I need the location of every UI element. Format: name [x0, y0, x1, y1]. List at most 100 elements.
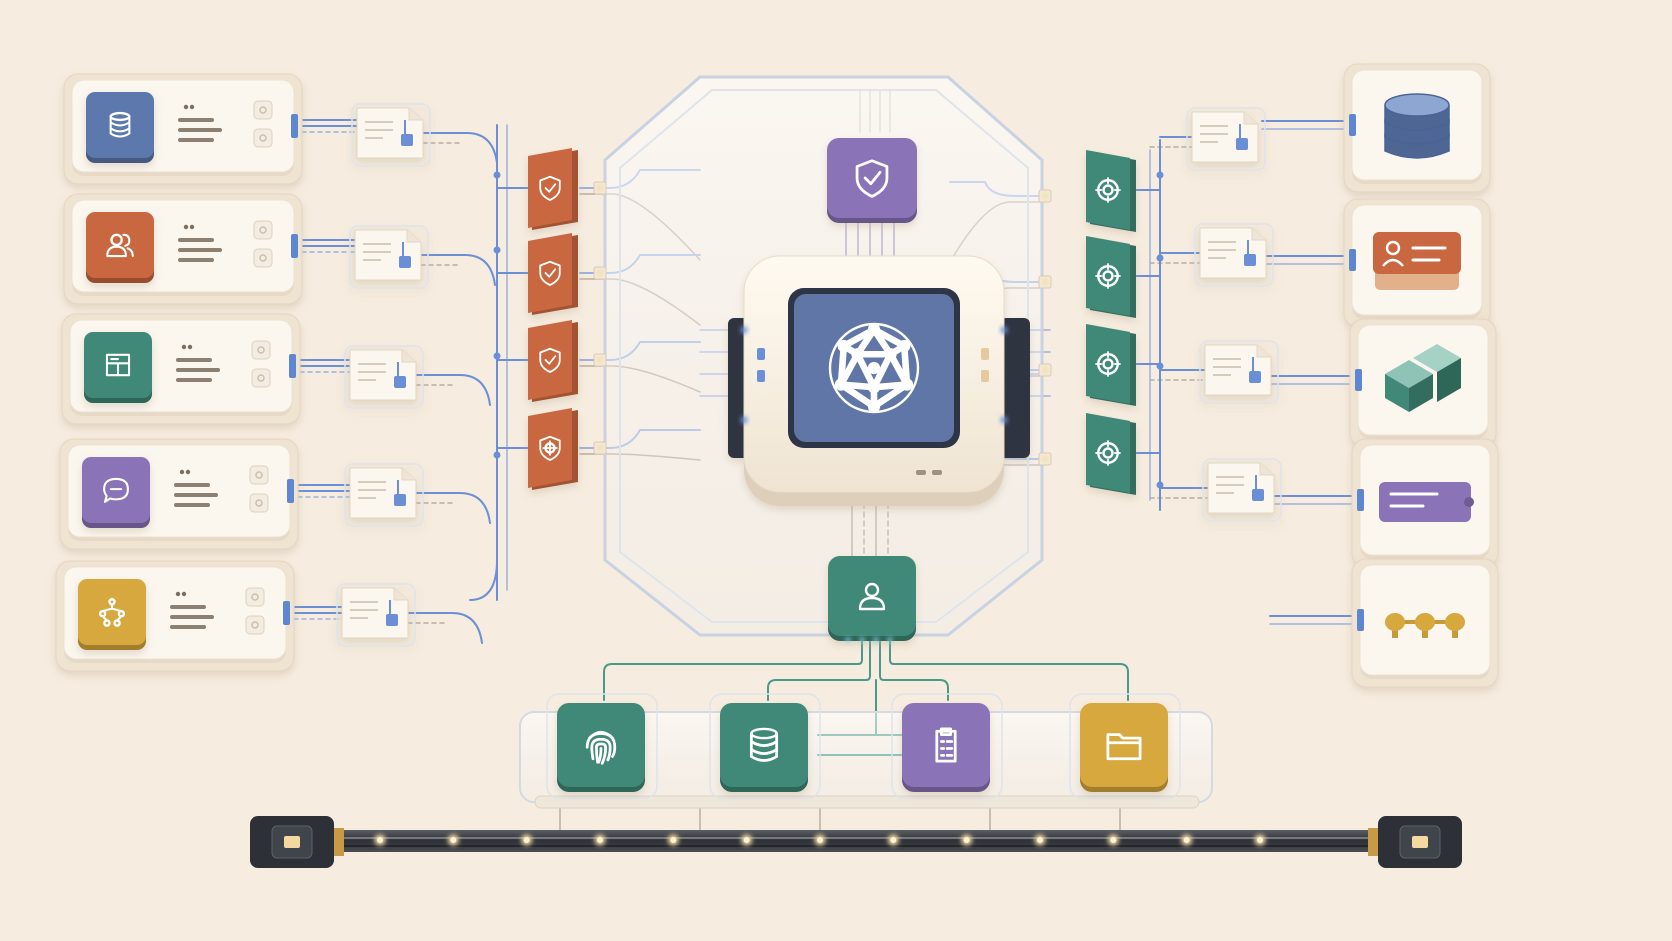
meta-dot [185, 469, 191, 475]
left-doc-chip-1[interactable] [351, 103, 431, 167]
source-tile-5[interactable] [78, 579, 146, 650]
shield-icon [539, 175, 561, 201]
right-doc-chip-4[interactable] [1202, 458, 1282, 522]
right-filter-2[interactable] [1086, 236, 1136, 318]
message-panel-icon [1379, 482, 1474, 522]
text-bar [176, 358, 212, 362]
source-tile-2[interactable] [86, 212, 154, 283]
text-bar [174, 483, 210, 487]
left-doc-chip-2[interactable] [349, 225, 429, 289]
left-doc-chip-4[interactable] [344, 463, 424, 527]
left-filter-3[interactable] [528, 320, 578, 402]
target-icon [1095, 351, 1121, 377]
left-doc-chip-5[interactable] [336, 583, 416, 647]
target-card-4[interactable] [1351, 438, 1499, 568]
bus-light [670, 837, 677, 843]
gateway-tile[interactable] [828, 556, 916, 641]
wire [415, 492, 491, 524]
junction-dot [493, 246, 501, 254]
hub-port-light [1000, 326, 1008, 334]
text-bar [178, 128, 222, 132]
left-doc-chip-5-badge [386, 614, 398, 626]
toggle-switch[interactable] [251, 340, 271, 360]
toggle-switch[interactable] [253, 220, 273, 240]
text-bar [170, 605, 206, 609]
service-tile-2[interactable] [720, 703, 808, 792]
left-doc-chip-3[interactable] [344, 345, 424, 409]
user-icon [858, 582, 886, 611]
left-filter-1[interactable] [528, 148, 578, 230]
right-filter-4[interactable] [1086, 413, 1136, 495]
database-stack-icon [1384, 93, 1450, 159]
toggle-knob [259, 106, 267, 114]
filter-face [528, 233, 572, 313]
port-light [597, 185, 603, 191]
junction-dot [493, 171, 501, 179]
toggle-knob [259, 254, 267, 262]
central-hub[interactable] [728, 255, 1030, 506]
service-tile-3[interactable] [902, 703, 990, 792]
hub-side-port-right [1000, 318, 1030, 458]
left-filter-2[interactable] [528, 233, 578, 315]
vent [932, 470, 942, 475]
bus-light [1037, 837, 1043, 843]
security-guard-tile[interactable] [827, 138, 917, 223]
junction-dot [493, 352, 501, 360]
right-doc-chip-1-badge [1236, 138, 1248, 150]
database-icon [749, 727, 779, 762]
toggle-switch[interactable] [245, 587, 265, 607]
status-led [757, 370, 765, 382]
target-icon [1095, 177, 1121, 203]
wire [603, 639, 863, 701]
right-doc-chip-2[interactable] [1194, 223, 1274, 287]
source-tile-4[interactable] [82, 457, 150, 528]
toggle-knob [255, 499, 263, 507]
left-doc-chip-1-glass [351, 103, 431, 167]
port-light [597, 357, 603, 363]
endcap-contact [334, 828, 344, 856]
target-card-5[interactable] [1351, 558, 1499, 688]
bus-light [523, 837, 530, 843]
toggle-switch[interactable] [253, 100, 273, 120]
target-card-1[interactable] [1343, 63, 1491, 193]
fingerprint-icon [585, 730, 617, 765]
source-tile-3[interactable] [84, 332, 152, 403]
text-bar [174, 503, 210, 507]
toggle-switch[interactable] [245, 615, 265, 635]
source-tile-1[interactable] [86, 92, 154, 163]
vent [916, 470, 926, 475]
left-doc-chip-4-badge [394, 494, 406, 506]
right-doc-chip-1[interactable] [1186, 107, 1266, 171]
service-tray-edge [534, 795, 1200, 809]
right-doc-chip-3[interactable] [1199, 340, 1279, 404]
text-bar [170, 615, 214, 619]
toggle-switch[interactable] [251, 368, 271, 388]
toggle-switch[interactable] [253, 128, 273, 148]
service-tile-4[interactable] [1080, 703, 1168, 792]
port-light [1042, 193, 1048, 199]
right-filter-3[interactable] [1086, 324, 1136, 406]
source-port [283, 601, 290, 625]
toggle-switch[interactable] [253, 248, 273, 268]
target-card-3[interactable] [1349, 318, 1497, 448]
workflow-nodes-icon [98, 598, 126, 627]
toggle-switch[interactable] [249, 493, 269, 513]
right-filter-1[interactable] [1086, 150, 1136, 232]
endcap-light [284, 836, 300, 848]
left-doc-chip-2-badge [399, 256, 411, 268]
toggle-knob [259, 134, 267, 142]
status-led [981, 370, 989, 382]
gateway-light [887, 637, 893, 643]
wire [469, 559, 498, 601]
meta-dot [187, 344, 193, 350]
right-doc-chip-3-fold [1256, 345, 1271, 358]
hub-port-light [740, 416, 748, 424]
toggle-switch[interactable] [249, 465, 269, 485]
service-tile-1[interactable] [557, 703, 645, 792]
target-card-2[interactable] [1343, 198, 1491, 328]
toggle-knob [259, 226, 267, 234]
left-filter-4[interactable] [528, 408, 578, 490]
service-tile-4-face [1080, 703, 1168, 787]
bus-light [1183, 837, 1190, 843]
